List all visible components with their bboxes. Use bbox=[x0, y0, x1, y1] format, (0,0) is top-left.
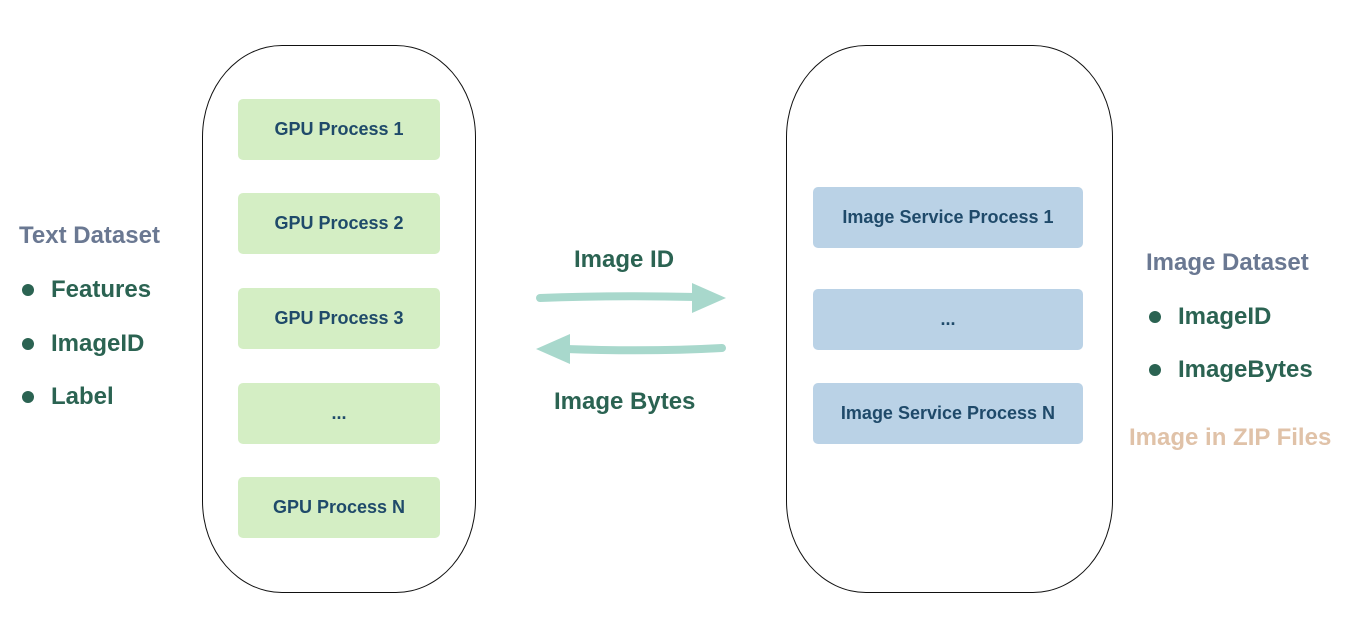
image-dataset-heading: Image Dataset bbox=[1146, 249, 1309, 276]
text-dataset-item-label: ImageID bbox=[51, 330, 145, 357]
gpu-process-1: GPU Process 1 bbox=[238, 99, 440, 160]
image-bytes-label: Image Bytes bbox=[554, 388, 696, 415]
arrow-left-icon bbox=[536, 334, 726, 364]
image-dataset-item-label: ImageBytes bbox=[1178, 356, 1313, 383]
image-dataset-item-label: ImageID bbox=[1178, 303, 1272, 330]
bullet-icon bbox=[22, 284, 34, 296]
bullet-icon bbox=[1149, 311, 1161, 323]
bullet-icon bbox=[22, 338, 34, 350]
image-service-process-n: Image Service Process N bbox=[813, 383, 1083, 444]
bullet-icon bbox=[1149, 364, 1161, 376]
image-service-process-1: Image Service Process 1 bbox=[813, 187, 1083, 248]
gpu-process-n: GPU Process N bbox=[238, 477, 440, 538]
image-dataset-item-imagebytes: ImageBytes bbox=[1149, 356, 1313, 384]
text-dataset-heading: Text Dataset bbox=[19, 222, 160, 249]
text-dataset-item-label: Features bbox=[51, 276, 152, 303]
image-service-process-ellipsis: ... bbox=[813, 289, 1083, 350]
text-dataset-item-label: Label bbox=[51, 383, 114, 410]
gpu-process-3: GPU Process 3 bbox=[238, 288, 440, 349]
image-zip-note: Image in ZIP Files bbox=[1129, 424, 1332, 451]
text-dataset-item-imageid: ImageID bbox=[22, 330, 144, 358]
image-id-label: Image ID bbox=[574, 246, 675, 273]
text-dataset-item-label-field: Label bbox=[22, 383, 114, 411]
arrow-right-icon bbox=[536, 283, 726, 313]
image-dataset-item-imageid: ImageID bbox=[1149, 303, 1271, 331]
gpu-process-ellipsis: ... bbox=[238, 383, 440, 444]
text-dataset-item-features: Features bbox=[22, 276, 151, 304]
bullet-icon bbox=[22, 391, 34, 403]
gpu-process-2: GPU Process 2 bbox=[238, 193, 440, 254]
